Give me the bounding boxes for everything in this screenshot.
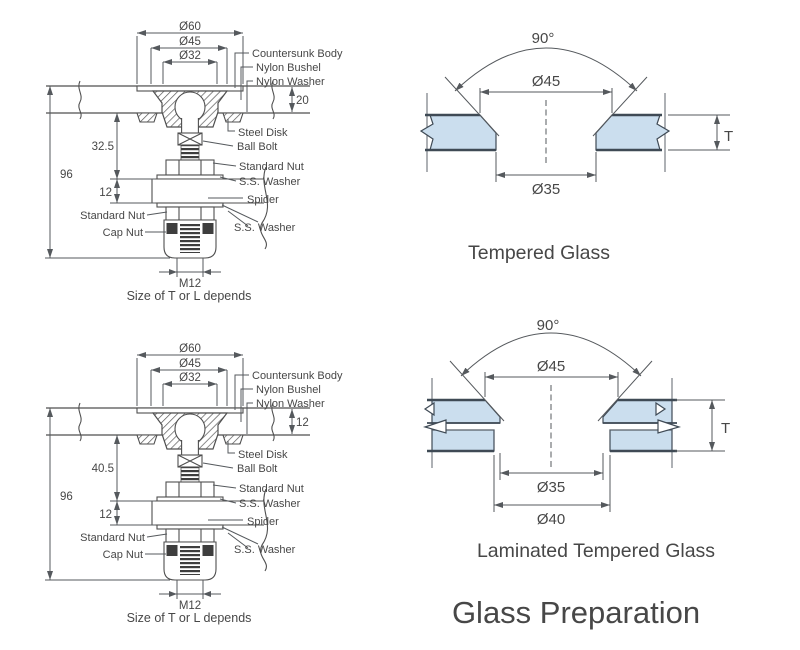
break-chevron-right — [657, 419, 682, 434]
fitting-bottom-annotations: Ø60 Ø45 Ø32 Countersunk Body Nylon Bushe… — [60, 343, 343, 625]
cap-nut-label: Cap Nut — [103, 227, 143, 239]
thickness-ext — [675, 399, 725, 452]
fitting-top-annotations: Ø60 Ø45 Ø32 Countersunk Body Nylon Bushe… — [60, 21, 343, 303]
break-chevron-left — [422, 419, 447, 434]
dim-dia-mid-label: Ø45 — [179, 36, 201, 48]
dia-hole-label: Ø35 — [532, 181, 560, 198]
chamfer-angle-lines — [449, 360, 653, 422]
angle-label: 90° — [532, 30, 555, 47]
ss-washer-upper-label: S.S. Washer — [239, 176, 301, 188]
nylon-bushel-label: Nylon Bushel — [256, 384, 321, 396]
ss-washer-upper-label: S.S. Washer — [239, 498, 301, 510]
dia-hole-label: Ø35 — [537, 479, 565, 496]
pane2-left — [431, 429, 495, 452]
glass-thickness-label: 12 — [296, 417, 309, 429]
dia35-ext — [495, 152, 597, 182]
dim-dia-outer-label: Ø60 — [179, 343, 201, 355]
standard-nut-right-label: Standard Nut — [239, 483, 304, 495]
cap-nut-label: Cap Nut — [103, 549, 143, 561]
thickness-ext — [668, 114, 730, 151]
dia-countersink-label: Ø45 — [537, 358, 565, 375]
countersunk-body-label: Countersunk Body — [252, 48, 343, 60]
steel-disk-label: Steel Disk — [238, 127, 288, 139]
standard-nut-right-label: Standard Nut — [239, 161, 304, 173]
ball-bolt-label: Ball Bolt — [237, 141, 277, 153]
thread-size-label: M12 — [179, 600, 201, 612]
glass-pane-left — [419, 114, 497, 151]
thickness-label: T — [724, 128, 733, 145]
ss-washer-lower-label: S.S. Washer — [234, 544, 296, 556]
pane2-right — [609, 429, 673, 452]
spider-label: Spider — [247, 194, 279, 206]
ss-washer-lower-label: S.S. Washer — [234, 222, 296, 234]
glass-thickness-label: 20 — [296, 95, 309, 107]
angle-arc — [460, 332, 642, 377]
tempered-glass-caption: Tempered Glass — [468, 242, 610, 264]
break-notch-right — [655, 401, 667, 417]
dia-countersink-label: Ø45 — [532, 73, 560, 90]
thickness-label: T — [721, 420, 730, 437]
steel-disk-label: Steel Disk — [238, 449, 288, 461]
countersunk-body-label: Countersunk Body — [252, 370, 343, 382]
outer-surface-edges — [427, 398, 677, 453]
nylon-washer-label: Nylon Washer — [256, 76, 325, 88]
stem-length-label: 32.5 — [92, 141, 114, 153]
chamfer-angle-lines — [444, 76, 648, 137]
stem-length-label: 40.5 — [92, 463, 114, 475]
dia45-ext — [484, 372, 619, 397]
laminated-glass-section: 90° Ø45 Ø35 Ø40 T Laminated Tempered Gla… — [422, 317, 730, 562]
spider-label: Spider — [247, 516, 279, 528]
angle-arc — [454, 47, 638, 92]
dim-dia-inner-label: Ø32 — [179, 372, 201, 384]
size-note: Size of T or L depends — [127, 611, 252, 625]
glass-surface-edges — [425, 113, 662, 152]
spider-thickness-label: 12 — [99, 509, 112, 521]
size-note: Size of T or L depends — [127, 289, 252, 303]
overall-height-label: 96 — [60, 491, 73, 503]
standard-nut-left-label: Standard Nut — [80, 210, 145, 222]
nylon-washer-label: Nylon Washer — [256, 398, 325, 410]
nylon-bushel-label: Nylon Bushel — [256, 62, 321, 74]
break-notch-left — [423, 401, 435, 417]
pane1-left — [431, 399, 501, 424]
spider-thickness-label: 12 — [99, 187, 112, 199]
dim-dia-outer-label: Ø60 — [179, 21, 201, 33]
overall-height-label: 96 — [60, 169, 73, 181]
glass-pane-right — [595, 114, 671, 151]
tempered-glass-section: 90° Ø45 Ø35 T Tempered Glass — [419, 30, 733, 264]
laminated-glass-caption: Laminated Tempered Glass — [477, 540, 715, 562]
thread-size-label: M12 — [179, 278, 201, 290]
ball-bolt-label: Ball Bolt — [237, 463, 277, 475]
page-title: Glass Preparation — [452, 595, 700, 630]
dim-dia-inner-label: Ø32 — [179, 50, 201, 62]
dia-bottom-hole-label: Ø40 — [537, 511, 565, 528]
standard-nut-left-label: Standard Nut — [80, 532, 145, 544]
angle-label: 90° — [537, 317, 560, 334]
dim-dia-mid-label: Ø45 — [179, 358, 201, 370]
